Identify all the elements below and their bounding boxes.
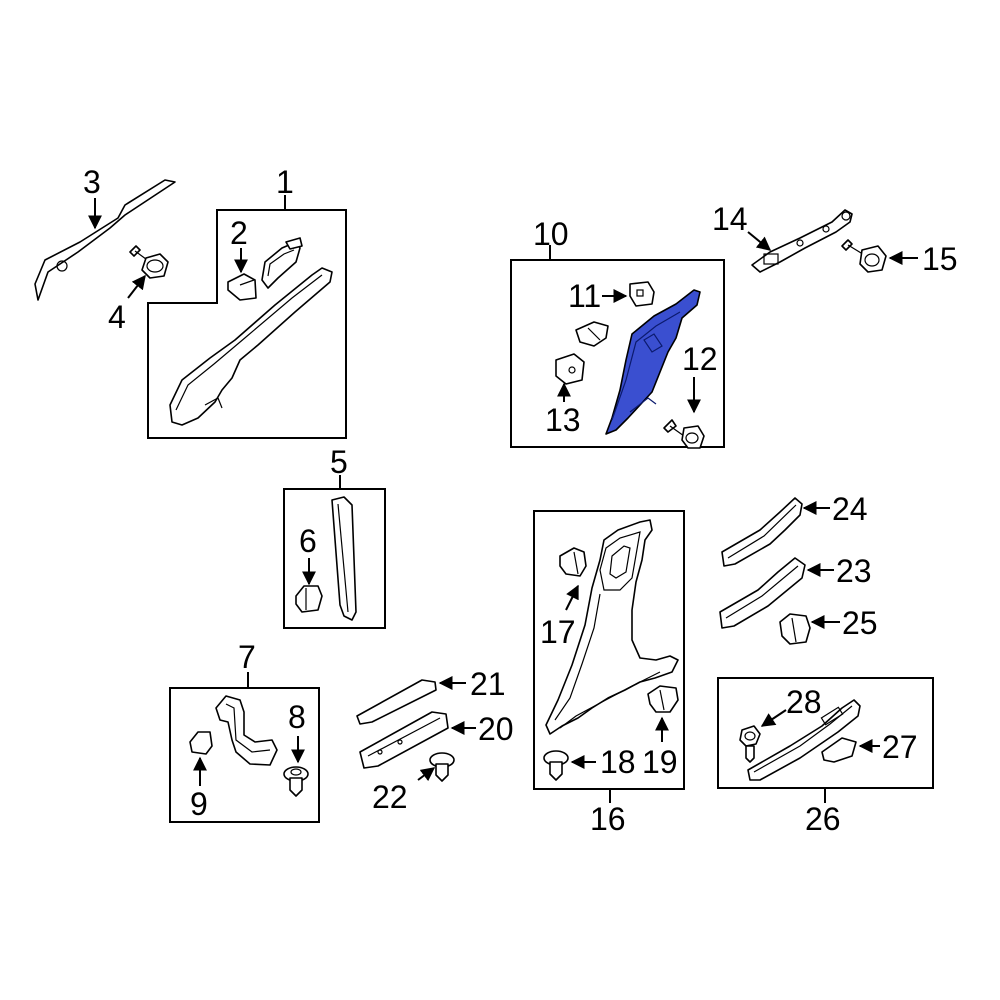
part-28-bolt bbox=[739, 725, 761, 763]
callout-23[interactable]: 23 bbox=[836, 553, 872, 589]
part-16-pillar-trim bbox=[545, 519, 679, 735]
part-14-bracket bbox=[751, 209, 853, 273]
part-10-pillar-trim-highlighted bbox=[605, 289, 701, 435]
part-1-clip-loop bbox=[261, 237, 303, 289]
callout-9[interactable]: 9 bbox=[190, 786, 208, 822]
callout-25[interactable]: 25 bbox=[842, 605, 878, 641]
part-18-push-pin bbox=[543, 750, 569, 781]
callout-19[interactable]: 19 bbox=[642, 744, 678, 780]
part-26-sill-bracket bbox=[747, 699, 861, 781]
callout-18[interactable]: 18 bbox=[600, 744, 636, 780]
part-12-bolt bbox=[663, 419, 705, 449]
box-5 bbox=[283, 488, 386, 629]
callout-7[interactable]: 7 bbox=[238, 639, 256, 675]
part-23-scuff-plate bbox=[719, 557, 806, 629]
part-19-clip bbox=[647, 685, 679, 713]
callout-17[interactable]: 17 bbox=[540, 614, 576, 650]
callout-1[interactable]: 1 bbox=[276, 164, 294, 200]
part-15-bolt bbox=[841, 239, 887, 273]
part-8-push-pin bbox=[283, 766, 309, 797]
callout-10[interactable]: 10 bbox=[533, 216, 569, 252]
callout-4[interactable]: 4 bbox=[108, 299, 126, 335]
callout-21[interactable]: 21 bbox=[470, 666, 506, 702]
callout-20[interactable]: 20 bbox=[478, 711, 514, 747]
part-11-clip bbox=[629, 281, 655, 307]
callout-26[interactable]: 26 bbox=[805, 801, 841, 837]
callout-5[interactable]: 5 bbox=[330, 444, 348, 480]
part-24-scuff-plate bbox=[721, 497, 803, 567]
callout-8[interactable]: 8 bbox=[288, 699, 306, 735]
callout-16[interactable]: 16 bbox=[590, 801, 626, 837]
part-20-sill-plate bbox=[359, 711, 449, 769]
part-25-clip bbox=[779, 613, 811, 645]
callout-28[interactable]: 28 bbox=[786, 684, 822, 720]
part-7-bracket bbox=[215, 695, 278, 766]
part-13-clip bbox=[555, 353, 585, 385]
part-10-small-clip bbox=[575, 321, 609, 347]
part-6-clip bbox=[295, 585, 323, 613]
callout-2[interactable]: 2 bbox=[230, 215, 248, 251]
callout-12[interactable]: 12 bbox=[682, 341, 718, 377]
box-1 bbox=[147, 209, 347, 439]
callout-22[interactable]: 22 bbox=[372, 779, 408, 815]
callout-11[interactable]: 11 bbox=[568, 278, 601, 314]
part-1-pillar-trim bbox=[169, 267, 333, 426]
part-9-clip bbox=[189, 731, 213, 755]
part-27-clip bbox=[821, 737, 857, 763]
callout-24[interactable]: 24 bbox=[832, 491, 868, 527]
callout-15[interactable]: 15 bbox=[922, 241, 958, 277]
callout-6[interactable]: 6 bbox=[299, 523, 317, 559]
box-7 bbox=[169, 687, 320, 823]
callout-13[interactable]: 13 bbox=[545, 402, 581, 438]
part-22-push-pin bbox=[429, 752, 455, 782]
part-2-clip bbox=[227, 273, 257, 301]
box-10 bbox=[510, 259, 725, 448]
part-21-sill-strip bbox=[356, 679, 437, 725]
callout-14[interactable]: 14 bbox=[712, 201, 748, 237]
callout-27[interactable]: 27 bbox=[882, 729, 918, 765]
part-3-trim-strip bbox=[34, 179, 176, 301]
part-5-pillar-strip bbox=[331, 496, 357, 621]
callout-3[interactable]: 3 bbox=[83, 164, 101, 200]
part-17-clip bbox=[559, 547, 587, 577]
part-4-bolt bbox=[129, 245, 169, 279]
